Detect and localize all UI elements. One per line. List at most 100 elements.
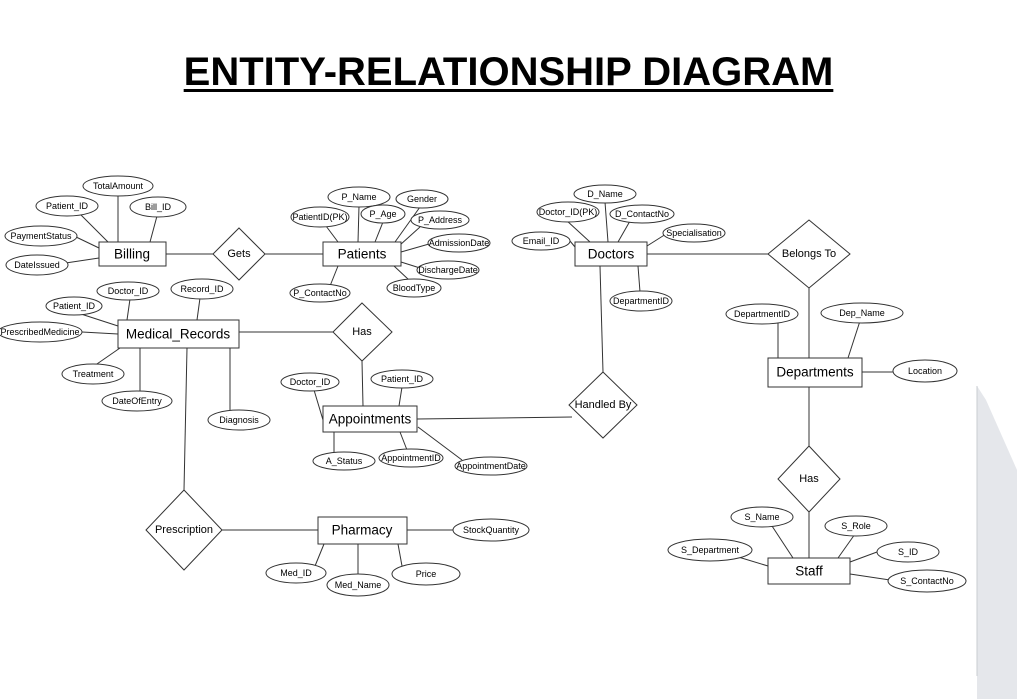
entity-appointments: Appointments: [322, 405, 418, 433]
svg-text:S_Department: S_Department: [681, 545, 740, 555]
relationship-has-records-label: Has: [352, 326, 372, 338]
svg-text:Patient_ID: Patient_ID: [46, 201, 89, 211]
svg-text:Med_Name: Med_Name: [335, 580, 382, 590]
attr-doctors-doctor-id-pk: Doctor_ID(PK): [536, 201, 600, 223]
svg-text:AppointmentID: AppointmentID: [381, 453, 441, 463]
attr-patients-p-contact-no: P_ContactNo: [289, 283, 351, 303]
svg-text:Doctor_ID: Doctor_ID: [108, 286, 149, 296]
attr-billing-bill-id: Bill_ID: [129, 196, 187, 218]
attr-medical-records-doctor-id: Doctor_ID: [96, 281, 160, 301]
entity-doctors-label: Doctors: [588, 247, 635, 262]
relationship-has-staff: Has: [777, 445, 841, 513]
attr-departments-dep-name: Dep_Name: [820, 302, 904, 324]
svg-text:S_Role: S_Role: [841, 521, 871, 531]
svg-text:DateIssued: DateIssued: [14, 260, 60, 270]
svg-text:TotalAmount: TotalAmount: [93, 181, 144, 191]
svg-text:S_ID: S_ID: [898, 547, 919, 557]
attr-medical-records-treatment: Treatment: [61, 363, 125, 385]
attr-doctors-department-id: DepartmentID: [609, 290, 673, 312]
attr-patients-gender: Gender: [395, 189, 449, 209]
svg-text:Location: Location: [908, 366, 942, 376]
attr-appointments-appointment-id: AppointmentID: [378, 448, 444, 468]
attr-doctors-d-name: D_Name: [573, 184, 637, 204]
svg-text:Gender: Gender: [407, 194, 437, 204]
svg-text:Patient_ID: Patient_ID: [53, 301, 96, 311]
svg-text:DateOfEntry: DateOfEntry: [112, 396, 162, 406]
svg-text:BloodType: BloodType: [393, 283, 436, 293]
relationship-prescription-label: Prescription: [155, 524, 213, 536]
svg-text:PatientID(PK): PatientID(PK): [292, 212, 347, 222]
svg-text:DepartmentID: DepartmentID: [734, 309, 791, 319]
svg-text:Email_ID: Email_ID: [523, 236, 560, 246]
attr-patients-p-name: P_Name: [327, 186, 391, 208]
attr-pharmacy-stock-quantity: StockQuantity: [452, 518, 530, 542]
attr-patients-blood-type: BloodType: [386, 278, 442, 298]
entity-pharmacy: Pharmacy: [317, 516, 408, 545]
svg-text:PrescribedMedicine: PrescribedMedicine: [0, 327, 79, 337]
attr-patients-p-age: P_Age: [360, 204, 406, 224]
relationship-belongs-to: Belongs To: [767, 219, 851, 289]
attr-staff-s-contact-no: S_ContactNo: [887, 569, 967, 593]
svg-text:S_Name: S_Name: [744, 512, 779, 522]
attr-patients-admission-date: AdmissionDate: [427, 233, 491, 253]
connector-lines: [58, 196, 893, 581]
attr-pharmacy-med-id: Med_ID: [265, 562, 327, 584]
attr-medical-records-record-id: Record_ID: [170, 278, 234, 300]
svg-text:Price: Price: [416, 569, 437, 579]
svg-text:P_Name: P_Name: [341, 192, 376, 202]
attr-doctors-specialisation: Specialisation: [662, 223, 726, 243]
svg-text:Bill_ID: Bill_ID: [145, 202, 172, 212]
attr-billing-patient-id: Patient_ID: [35, 195, 99, 217]
attr-billing-total-amount: TotalAmount: [82, 175, 154, 197]
relationship-has-staff-label: Has: [799, 473, 819, 485]
svg-text:Diagnosis: Diagnosis: [219, 415, 259, 425]
svg-text:Doctor_ID: Doctor_ID: [290, 377, 331, 387]
attr-departments-department-id: DepartmentID: [725, 303, 799, 325]
relationship-prescription: Prescription: [145, 489, 223, 571]
entity-doctors: Doctors: [574, 241, 648, 267]
relationship-handled-by: Handled By: [568, 371, 638, 439]
attr-pharmacy-price: Price: [391, 562, 461, 586]
entity-staff: Staff: [767, 557, 851, 585]
attr-billing-payment-status: PaymentStatus: [4, 225, 78, 247]
attr-doctors-d-contact-no: D_ContactNo: [609, 204, 675, 224]
relationship-handled-by-label: Handled By: [575, 399, 632, 411]
attr-appointments-a-status: A_Status: [312, 451, 376, 471]
svg-text:AdmissionDate: AdmissionDate: [429, 238, 490, 248]
attr-staff-s-department: S_Department: [667, 538, 753, 562]
attr-medical-records-date-of-entry: DateOfEntry: [101, 390, 173, 412]
attr-billing-date-issued: DateIssued: [5, 254, 69, 276]
attr-staff-s-role: S_Role: [824, 515, 888, 537]
attr-patients-patient-id-pk: PatientID(PK): [290, 206, 350, 228]
svg-text:D_ContactNo: D_ContactNo: [615, 209, 669, 219]
svg-text:D_Name: D_Name: [587, 189, 623, 199]
attr-medical-records-prescribed-medicine: PrescribedMedicine: [0, 321, 83, 343]
svg-text:A_Status: A_Status: [326, 456, 363, 466]
attr-pharmacy-med-name: Med_Name: [326, 573, 390, 597]
entity-patients-label: Patients: [338, 247, 387, 262]
entity-medical-records-label: Medical_Records: [126, 327, 231, 342]
attr-medical-records-diagnosis: Diagnosis: [207, 409, 271, 431]
svg-text:Record_ID: Record_ID: [180, 284, 224, 294]
attr-appointments-patient-id: Patient_ID: [370, 369, 434, 389]
entity-appointments-label: Appointments: [329, 412, 412, 427]
attr-patients-p-address: P_Address: [410, 210, 470, 230]
entity-staff-label: Staff: [795, 564, 823, 579]
relationship-gets-label: Gets: [227, 248, 251, 260]
attr-medical-records-patient-id: Patient_ID: [45, 296, 103, 316]
attr-appointments-appointment-date: AppointmentDate: [454, 456, 528, 476]
attr-patients-discharge-date: DischargeDate: [416, 260, 480, 280]
svg-text:DischargeDate: DischargeDate: [418, 265, 478, 275]
svg-text:P_Address: P_Address: [418, 215, 463, 225]
attr-doctors-email-id: Email_ID: [511, 231, 571, 251]
relationship-belongs-to-label: Belongs To: [782, 248, 836, 260]
svg-text:Doctor_ID(PK): Doctor_ID(PK): [539, 207, 598, 217]
entity-pharmacy-label: Pharmacy: [332, 523, 393, 538]
svg-text:S_ContactNo: S_ContactNo: [900, 576, 954, 586]
entity-medical-records: Medical_Records: [117, 319, 240, 349]
attr-departments-location: Location: [892, 359, 958, 383]
svg-text:Patient_ID: Patient_ID: [381, 374, 424, 384]
page-title: ENTITY-RELATIONSHIP DIAGRAM: [183, 50, 834, 94]
svg-text:StockQuantity: StockQuantity: [463, 525, 520, 535]
